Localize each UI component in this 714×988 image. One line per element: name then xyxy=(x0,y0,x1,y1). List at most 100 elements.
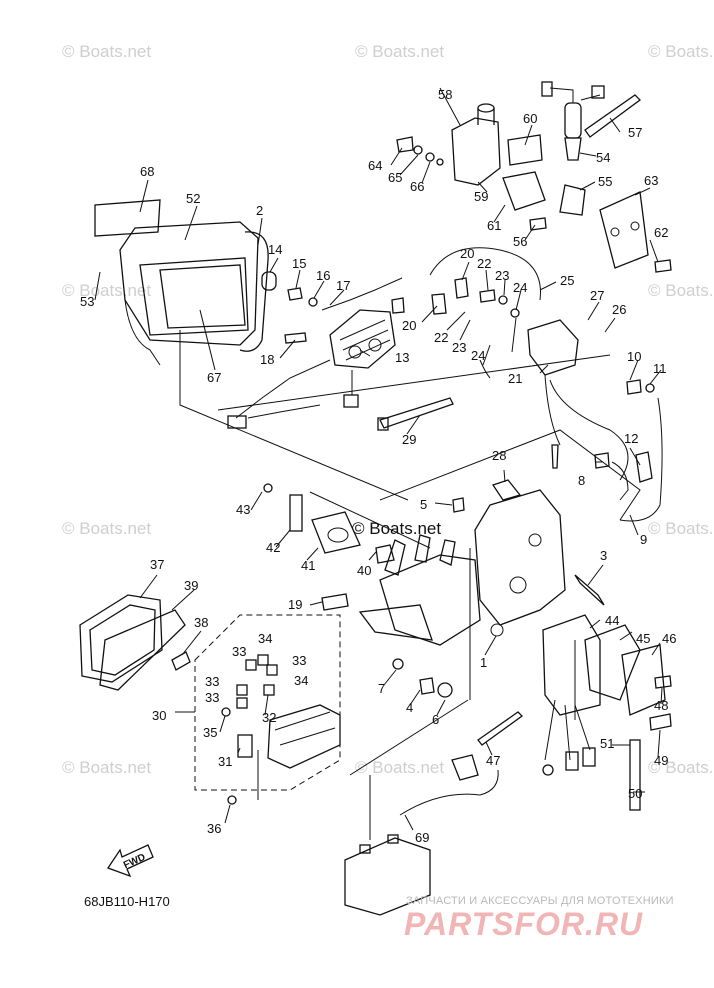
callout-label: 32 xyxy=(262,710,276,725)
callout-label: 49 xyxy=(654,753,668,768)
watermark: © Boats.net xyxy=(62,281,152,300)
callout-label: 8 xyxy=(578,473,585,488)
watermark: © Boats.net xyxy=(648,281,714,300)
callout-label: 59 xyxy=(474,189,488,204)
callout-label: 68 xyxy=(140,164,154,179)
callout-label: 9 xyxy=(640,532,647,547)
callout-label: 24 xyxy=(513,280,527,295)
callout-label: 25 xyxy=(560,273,574,288)
callout-label: 50 xyxy=(628,786,642,801)
callout-label: 28 xyxy=(492,448,506,463)
callout-label: 33 xyxy=(205,690,219,705)
callout-label: 66 xyxy=(410,179,424,194)
watermark: © Boats.net xyxy=(648,42,714,61)
callout-label: 42 xyxy=(266,540,280,555)
watermark-center: © Boats.net xyxy=(352,519,442,538)
rectifier-unit xyxy=(227,271,403,429)
electrical-box-cover xyxy=(94,199,269,366)
fwd-arrow-icon: FWD xyxy=(107,844,154,878)
watermark: © Boats.net xyxy=(62,519,152,538)
callout-label: 15 xyxy=(292,256,306,271)
ignition-coil-assembly xyxy=(396,81,672,273)
routing-lines xyxy=(179,330,641,840)
callout-label: 63 xyxy=(644,173,658,188)
callout-label: 53 xyxy=(80,294,94,309)
callout-label: 58 xyxy=(438,87,452,102)
ground-leads xyxy=(594,379,663,522)
callout-label: 67 xyxy=(207,370,221,385)
callout-label: 24 xyxy=(471,348,485,363)
reference-code: 68JB110-H170 xyxy=(84,894,170,909)
callout-label: 30 xyxy=(152,708,166,723)
callout-label: 61 xyxy=(487,218,501,233)
callout-label: 10 xyxy=(627,349,641,364)
mount-bracket-plates xyxy=(263,483,361,554)
callout-label: 41 xyxy=(301,558,315,573)
cable-tie xyxy=(377,397,454,431)
callout-label: 57 xyxy=(628,125,642,140)
callout-label: 40 xyxy=(357,563,371,578)
fuse-box xyxy=(221,654,341,805)
brand-tagline: ЗАПЧАСТИ И АКСЕССУАРЫ ДЛЯ МОТОТЕХНИКИ xyxy=(406,895,674,907)
callout-label: 31 xyxy=(218,754,232,769)
watermark: © Boats.net xyxy=(355,42,445,61)
callout-label: 60 xyxy=(523,111,537,126)
callout-label: 26 xyxy=(612,302,626,317)
callout-label: 17 xyxy=(336,278,350,293)
callout-label: 27 xyxy=(590,288,604,303)
callout-label: 2 xyxy=(256,203,263,218)
callout-label: 20 xyxy=(402,318,416,333)
callout-label: 54 xyxy=(596,150,610,165)
callout-label: 65 xyxy=(388,170,402,185)
callout-label: 62 xyxy=(654,225,668,240)
callout-label: 56 xyxy=(513,234,527,249)
callout-label: 23 xyxy=(452,340,466,355)
callout-label: 47 xyxy=(486,753,500,768)
callout-label: 46 xyxy=(662,631,676,646)
leader-lines xyxy=(94,87,663,831)
main-bracket xyxy=(321,479,605,698)
callout-label: 6 xyxy=(432,712,439,727)
watermark: © Boats.net xyxy=(62,42,152,61)
callout-label: 1 xyxy=(480,655,487,670)
callout-label: 52 xyxy=(186,191,200,206)
watermark: © Boats.net xyxy=(62,758,152,777)
callout-label: 16 xyxy=(316,268,330,283)
callout-label: 33 xyxy=(292,653,306,668)
callout-label: 34 xyxy=(294,673,308,688)
callout-label: 39 xyxy=(184,578,198,593)
callout-label: 22 xyxy=(477,256,491,271)
callout-label: 3 xyxy=(600,548,607,563)
callout-label: 29 xyxy=(402,432,416,447)
callout-label: 55 xyxy=(598,174,612,189)
callout-label: 43 xyxy=(236,502,250,517)
callout-label: 64 xyxy=(368,158,382,173)
callout-label: 4 xyxy=(406,700,413,715)
callout-label: 12 xyxy=(624,431,638,446)
watermark: © Boats.net xyxy=(355,758,445,777)
callout-label: 20 xyxy=(460,246,474,261)
callout-label: 5 xyxy=(420,497,427,512)
callout-label: 19 xyxy=(288,597,302,612)
callout-label: 23 xyxy=(495,268,509,283)
callout-label: 35 xyxy=(203,725,217,740)
callout-label: 13 xyxy=(395,350,409,365)
starter-relay-group xyxy=(391,247,629,481)
callout-label: 7 xyxy=(378,681,385,696)
callout-label: 22 xyxy=(434,330,448,345)
callout-label: 48 xyxy=(654,698,668,713)
callout-label: 34 xyxy=(258,631,272,646)
watermark: © Boats.net xyxy=(648,758,714,777)
cdi-unit xyxy=(79,594,191,691)
callout-label: 45 xyxy=(636,631,650,646)
callout-label: 44 xyxy=(605,613,619,628)
callout-label: 33 xyxy=(232,644,246,659)
battery xyxy=(344,754,499,916)
callout-label: 21 xyxy=(508,371,522,386)
callout-label: 37 xyxy=(150,557,164,572)
ignition-module xyxy=(477,614,672,811)
callout-label: 14 xyxy=(268,242,282,257)
brand-logo: PARTSFOR.RU xyxy=(404,906,644,942)
callout-label: 33 xyxy=(205,674,219,689)
